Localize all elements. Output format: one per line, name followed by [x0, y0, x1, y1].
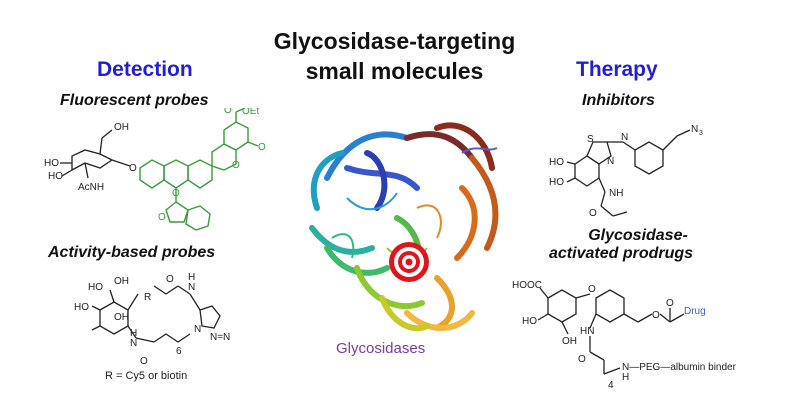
- inhibitor-skeleton: [566, 129, 691, 217]
- atom-label: R: [144, 292, 151, 303]
- main-title: Glycosidase-targeting small molecules: [200, 26, 589, 86]
- atom-label: O: [666, 298, 674, 309]
- r-group-note: R = Cy5 or biotin: [105, 370, 188, 382]
- atom-label: OH: [562, 336, 577, 347]
- therapy-heading: Therapy: [576, 58, 658, 81]
- title-line-2: small molecules: [305, 58, 484, 84]
- atom-label: H: [130, 328, 137, 339]
- atom-label: H: [622, 372, 629, 383]
- atom-label: N: [607, 156, 614, 167]
- activity-based-probe-structure: HO OH HO OH H N R O O H N 6 N N=N: [74, 272, 230, 367]
- atom-label: O: [589, 208, 597, 219]
- atom-label: HO: [74, 302, 89, 313]
- atom-label: O: [166, 274, 174, 285]
- atom-label: O: [224, 108, 232, 116]
- atom-label: O: [258, 142, 266, 153]
- prodrugs-label-line-2: activated prodrugs: [549, 245, 694, 262]
- prodrugs-label: Glycosidase- activated prodrugs: [549, 227, 693, 263]
- atom-label: HO: [522, 316, 537, 327]
- detection-heading: Detection: [97, 58, 193, 81]
- atom-label: OH: [114, 122, 129, 133]
- atom-label: O: [578, 354, 586, 365]
- atom-label: O: [232, 160, 240, 171]
- atom-label: HOOC: [512, 280, 542, 291]
- atom-label: O: [129, 163, 137, 174]
- atom-label: N: [130, 338, 137, 349]
- atom-label: O: [140, 356, 148, 367]
- sugar-ring: [60, 129, 131, 179]
- atom-label: O: [172, 188, 180, 199]
- atom-label: 3: [699, 130, 703, 137]
- atom-label: 4: [608, 380, 614, 391]
- atom-label: HO: [549, 157, 564, 168]
- atom-label: OH: [114, 312, 129, 323]
- atom-label: N: [194, 324, 201, 335]
- atom-label: N=N: [210, 332, 230, 343]
- abp-skeleton: [91, 285, 221, 343]
- atom-label: HO: [549, 177, 564, 188]
- atom-label: AcNH: [78, 182, 104, 193]
- atom-label: NH: [609, 188, 623, 199]
- fluorophore-core: [139, 108, 259, 231]
- prodrug-structure: HOOC O HO OH HN O O Drug O 4 H N—PEG—alb…: [512, 280, 737, 391]
- atom-label: HO: [48, 171, 63, 182]
- atom-label: HO: [44, 158, 59, 169]
- fluorescent-probes-label: Fluorescent probes: [60, 92, 209, 109]
- atom-label: HO: [88, 282, 103, 293]
- glycosidases-caption: Glycosidases: [336, 340, 426, 357]
- glycosidase-enzyme-illustration: [309, 122, 499, 332]
- atom-label: HN: [580, 326, 594, 337]
- peg-albumin-binder-label: N—PEG—albumin binder: [622, 362, 737, 373]
- fluorescent-probe-structure: OH HO HO AcNH O OEt O O O O O: [44, 108, 266, 231]
- target-icon: [389, 242, 429, 282]
- inhibitor-structure: N 3 S N HO HO NH O N: [549, 124, 703, 219]
- atom-label: O: [588, 284, 596, 295]
- atom-label: N: [621, 132, 628, 143]
- atom-label: OEt: [242, 108, 259, 117]
- atom-label: O: [158, 212, 166, 223]
- activity-based-probes-label: Activity-based probes: [48, 244, 216, 261]
- title-line-1: Glycosidase-targeting: [273, 28, 516, 54]
- atom-label: S: [587, 134, 594, 145]
- atom-label: OH: [114, 276, 129, 287]
- prodrug-skeleton: [537, 287, 685, 375]
- prodrugs-label-line-1: Glycosidase-: [588, 227, 688, 244]
- protein-ribbons: [309, 122, 499, 332]
- atom-label: 6: [176, 346, 182, 357]
- drug-label: Drug: [684, 306, 706, 317]
- inhibitors-label: Inhibitors: [582, 92, 655, 109]
- atom-label: O: [652, 310, 660, 321]
- atom-label: H: [188, 272, 195, 283]
- atom-label: N: [691, 124, 698, 135]
- atom-label: N: [188, 282, 195, 293]
